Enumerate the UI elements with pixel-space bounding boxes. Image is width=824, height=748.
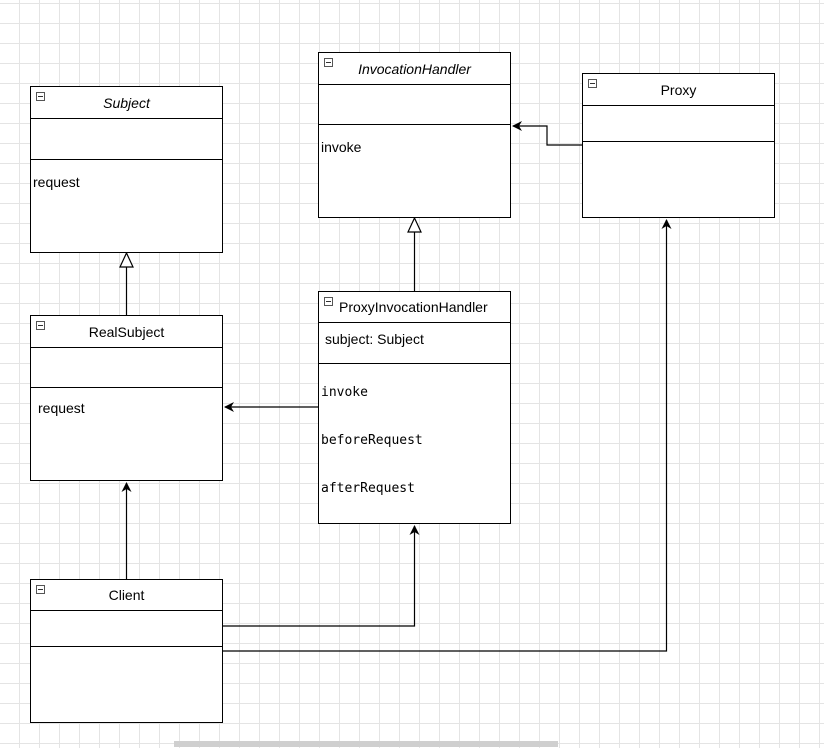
- collapse-icon[interactable]: [36, 321, 45, 330]
- class-real-subject[interactable]: RealSubject request: [30, 315, 223, 481]
- method-before-request: beforeRequest: [321, 433, 423, 448]
- collapse-icon[interactable]: [36, 585, 45, 594]
- collapse-icon[interactable]: [36, 92, 45, 101]
- class-client[interactable]: Client: [30, 579, 223, 723]
- class-name: Subject: [103, 94, 150, 111]
- class-name: Client: [108, 587, 145, 603]
- association-client-pih: [222, 525, 420, 627]
- method-invoke: invoke: [321, 139, 362, 155]
- class-invocation-handler-title: InvocationHandler: [319, 53, 510, 85]
- collapse-icon[interactable]: [324, 297, 333, 306]
- class-name: Proxy: [660, 81, 697, 98]
- class-subject-title: Subject: [31, 87, 222, 119]
- horizontal-scrollbar-thumb[interactable]: [174, 741, 558, 747]
- class-proxy-title: Proxy: [583, 74, 774, 106]
- class-name: ProxyInvocationHandler: [339, 299, 488, 315]
- divider: [31, 646, 222, 647]
- method-request: request: [38, 400, 85, 416]
- method-after-request: afterRequest: [321, 481, 415, 496]
- attribute-subject: subject: Subject: [325, 331, 424, 347]
- association-proxy-invocationhandler: [512, 121, 582, 146]
- class-proxy[interactable]: Proxy: [582, 73, 775, 218]
- collapse-icon[interactable]: [588, 79, 597, 88]
- class-proxy-invocation-handler[interactable]: ProxyInvocationHandler subject: Subject …: [318, 291, 511, 524]
- divider: [31, 387, 222, 388]
- class-proxy-invocation-handler-title: ProxyInvocationHandler: [319, 292, 510, 323]
- collapse-icon[interactable]: [324, 58, 333, 67]
- method-invoke: invoke: [321, 385, 368, 400]
- divider: [319, 124, 510, 125]
- class-real-subject-title: RealSubject: [31, 316, 222, 348]
- inheritance-realsubject-subject: [119, 251, 134, 315]
- class-invocation-handler[interactable]: InvocationHandler invoke: [318, 52, 511, 218]
- class-name: RealSubject: [88, 323, 165, 340]
- divider: [583, 141, 774, 142]
- method-request: request: [33, 174, 80, 190]
- class-name: InvocationHandler: [358, 60, 471, 77]
- inheritance-pih-invocationhandler: [407, 216, 422, 291]
- class-client-title: Client: [31, 580, 222, 611]
- divider: [31, 159, 222, 160]
- divider: [319, 363, 510, 364]
- class-subject[interactable]: Subject request: [30, 86, 223, 253]
